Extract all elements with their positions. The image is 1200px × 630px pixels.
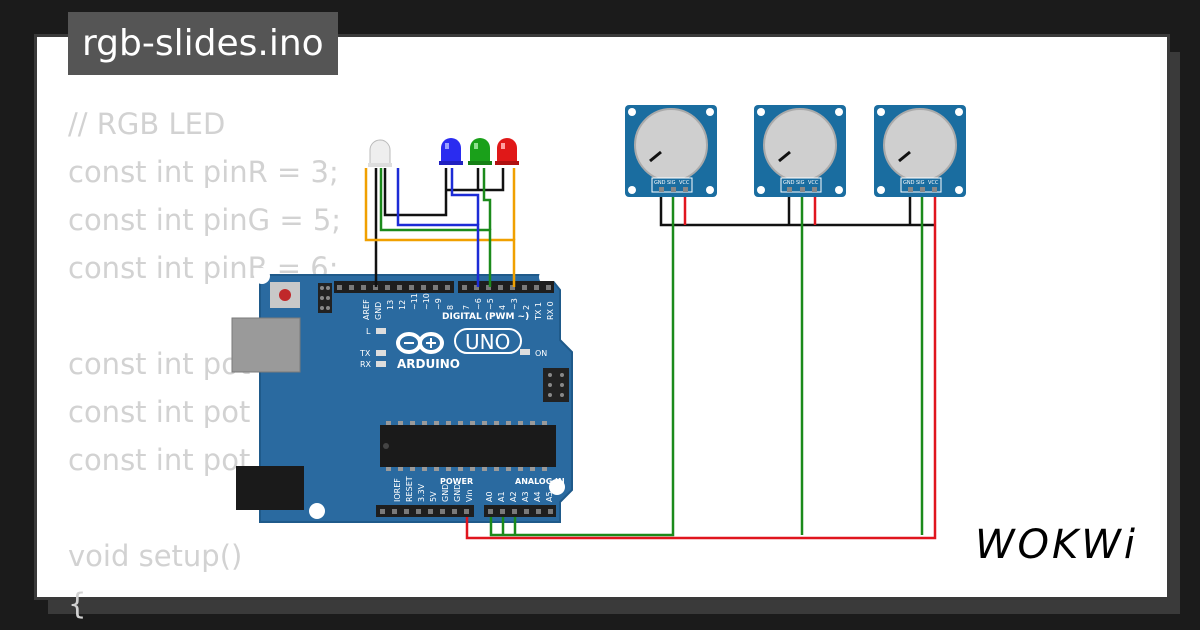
board-model: UNO bbox=[465, 330, 510, 354]
code-line: // RGB LED bbox=[68, 107, 226, 141]
header-pins bbox=[337, 285, 551, 290]
code-line: const int pot bbox=[68, 395, 251, 429]
pin-label: ~11 bbox=[410, 293, 419, 310]
pin-label: 13 bbox=[386, 300, 395, 310]
pot-pin-label: VCC bbox=[808, 180, 819, 186]
pin-label: A1 bbox=[497, 491, 506, 502]
pin-label: ~10 bbox=[422, 293, 431, 310]
pin-label: ~3 bbox=[510, 298, 519, 310]
led-label-tx: TX bbox=[359, 349, 371, 358]
pot-pin-label: GND bbox=[783, 180, 795, 186]
usb-connector bbox=[231, 317, 301, 373]
bottom-pin-labels: IOREF RESET 3.3V 5V GND GND Vin A0 A1 A2… bbox=[393, 476, 554, 502]
pot-pin-label: GND bbox=[903, 180, 915, 186]
pin-label: 12 bbox=[398, 300, 407, 310]
uno-badge bbox=[454, 328, 522, 354]
wire-green bbox=[489, 195, 675, 537]
pin-label: A5 bbox=[545, 491, 554, 502]
pin-label: 3.3V bbox=[417, 483, 426, 502]
power-header bbox=[376, 505, 474, 517]
pot-pin-label: SIG bbox=[667, 180, 676, 186]
code-line: { bbox=[68, 587, 87, 621]
pin-label: 4 bbox=[498, 305, 507, 310]
wire-red bbox=[465, 195, 937, 540]
on-label: ON bbox=[535, 349, 547, 358]
pin-label: A3 bbox=[521, 491, 530, 502]
digital-label: DIGITAL (PWM ~) bbox=[442, 312, 529, 322]
pot-pin-label: GND bbox=[654, 180, 666, 186]
wire-black bbox=[446, 168, 505, 192]
mounting-hole bbox=[254, 268, 270, 284]
wokwi-logo: WOKWi bbox=[975, 522, 1138, 568]
analog-label: ANALOG IN bbox=[515, 477, 565, 486]
sketch-title: rgb-slides.ino bbox=[68, 12, 338, 75]
led-wires bbox=[364, 168, 516, 287]
arduino-uno-board[interactable]: AREF GND 13 12 ~11 ~10 ~9 8 7 ~6 ~5 4 ~3… bbox=[231, 268, 573, 523]
pin-label: AREF bbox=[362, 299, 371, 320]
pin-label: A4 bbox=[533, 491, 542, 502]
pin-label: GND bbox=[441, 484, 450, 502]
wire-blue bbox=[450, 168, 480, 225]
pin-label: RX 0 bbox=[546, 301, 555, 320]
pin-label: Vin bbox=[465, 489, 474, 502]
led-label-rx: RX bbox=[360, 360, 372, 369]
pin-label: ~9 bbox=[434, 298, 443, 310]
digital-header-right bbox=[458, 281, 554, 293]
code-background: // RGB LED const int pinR = 3; const int… bbox=[68, 100, 341, 628]
wire-black bbox=[383, 168, 448, 217]
pin-label: 5V bbox=[429, 491, 438, 502]
power-label: POWER bbox=[440, 477, 473, 486]
pin-label: GND bbox=[453, 484, 462, 502]
wire-blue bbox=[396, 168, 480, 287]
wire-black bbox=[659, 195, 935, 227]
mounting-hole bbox=[309, 503, 325, 519]
pin-label: GND bbox=[374, 302, 383, 320]
icsp-header bbox=[318, 283, 332, 313]
pin-label: A2 bbox=[509, 491, 518, 502]
pin-label: 8 bbox=[446, 305, 455, 310]
pot-wires bbox=[465, 195, 937, 540]
board-brand: ARDUINO bbox=[397, 357, 460, 371]
preview-panel bbox=[34, 34, 1170, 600]
wire-orange bbox=[364, 168, 516, 287]
led-red[interactable] bbox=[495, 138, 519, 165]
reset-button-cap bbox=[279, 289, 291, 301]
mounting-hole bbox=[549, 479, 565, 495]
pin-label: IOREF bbox=[393, 478, 402, 502]
pin-label: ~6 bbox=[474, 298, 483, 310]
icsp-header-right bbox=[543, 368, 569, 402]
led-green[interactable] bbox=[468, 138, 492, 165]
code-line: const int pinG = 5; bbox=[68, 203, 342, 237]
microcontroller-chip bbox=[380, 425, 556, 467]
led-label-l: L bbox=[366, 327, 371, 336]
wire-green bbox=[482, 168, 492, 230]
code-line: void setup() bbox=[68, 539, 243, 573]
pot-pin-label: SIG bbox=[796, 180, 805, 186]
pot-pin-label: VCC bbox=[679, 180, 690, 186]
rgb-led[interactable] bbox=[368, 139, 392, 167]
pot-pin-label: SIG bbox=[916, 180, 925, 186]
wire-green bbox=[379, 168, 492, 287]
pot-pin-label: VCC bbox=[928, 180, 939, 186]
board-status-leds bbox=[376, 328, 530, 367]
arduino-logo-icon bbox=[396, 332, 444, 354]
top-pin-labels: AREF GND 13 12 ~11 ~10 ~9 8 7 ~6 ~5 4 ~3… bbox=[362, 293, 555, 321]
code-line: const int pinB = 6; bbox=[68, 251, 339, 285]
led-blue[interactable] bbox=[439, 138, 463, 165]
code-line: const int pot bbox=[68, 443, 251, 477]
pin-label: RESET bbox=[405, 476, 414, 502]
pin-label: ~5 bbox=[486, 298, 495, 310]
pin-label: 2 bbox=[522, 305, 531, 310]
pin-label: 7 bbox=[462, 305, 471, 310]
analog-header bbox=[484, 505, 556, 517]
pin-label: A0 bbox=[485, 491, 494, 502]
power-jack bbox=[236, 466, 304, 510]
code-line: const int pinR = 3; bbox=[68, 155, 339, 189]
pin-label: TX 1 bbox=[534, 302, 543, 321]
